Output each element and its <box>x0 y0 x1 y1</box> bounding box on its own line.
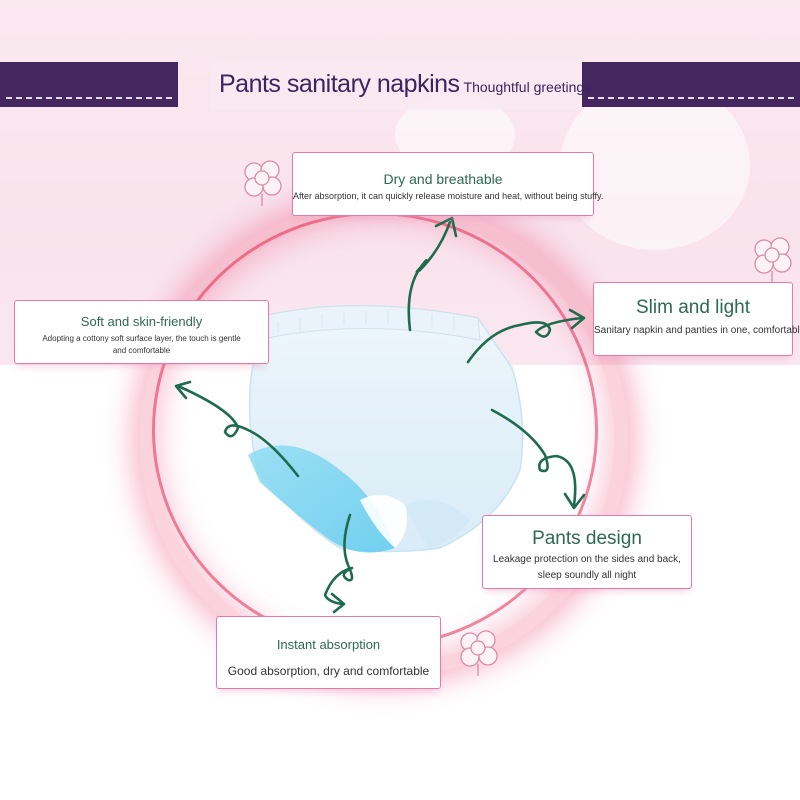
feature-card-soft-skin-friendly: Soft and skin-friendly Adopting a cotton… <box>14 300 269 364</box>
feature-card-dry-breathable: Dry and breathable After absorption, it … <box>292 152 604 216</box>
curly-arrow-icon <box>323 513 354 614</box>
header-banner-right <box>582 62 800 107</box>
curly-arrow-icon <box>466 308 586 364</box>
sanitary-pants-illustration <box>248 304 524 553</box>
feature-description: Sanitary napkin and panties in one, comf… <box>594 325 800 336</box>
title-main: Pants sanitary napkins <box>219 70 460 98</box>
feature-card-pants-design: Pants design Leakage protection on the s… <box>482 515 692 589</box>
curly-arrow-icon <box>490 408 586 510</box>
curly-arrow-icon <box>174 380 300 478</box>
title-subtitle: Thoughtful greetings <box>463 79 592 95</box>
feature-description: Adopting a cottony soft surface layer, t… <box>42 334 241 355</box>
feature-title: Instant absorption <box>276 637 381 652</box>
curly-arrow-icon <box>407 216 458 332</box>
header-banner-left <box>0 62 178 107</box>
feature-description: Leakage protection on the sides and back… <box>493 554 681 581</box>
feature-title: Soft and skin-friendly <box>80 314 203 329</box>
feature-title: Slim and light <box>635 297 751 318</box>
feature-title: Pants design <box>532 528 642 549</box>
feature-card-slim-light: Slim and light Sanitary napkin and panti… <box>593 282 800 356</box>
feature-card-instant-absorption: Instant absorption Good absorption, dry … <box>216 616 441 689</box>
feature-description: Good absorption, dry and comfortable <box>227 664 430 678</box>
title-background <box>210 60 582 110</box>
cotton-flower-icon <box>754 237 792 283</box>
cotton-flower-icon <box>460 630 498 676</box>
feature-title: Dry and breathable <box>383 171 503 187</box>
cotton-flower-icon <box>244 160 282 206</box>
feature-description: After absorption, it can quickly release… <box>293 191 604 201</box>
